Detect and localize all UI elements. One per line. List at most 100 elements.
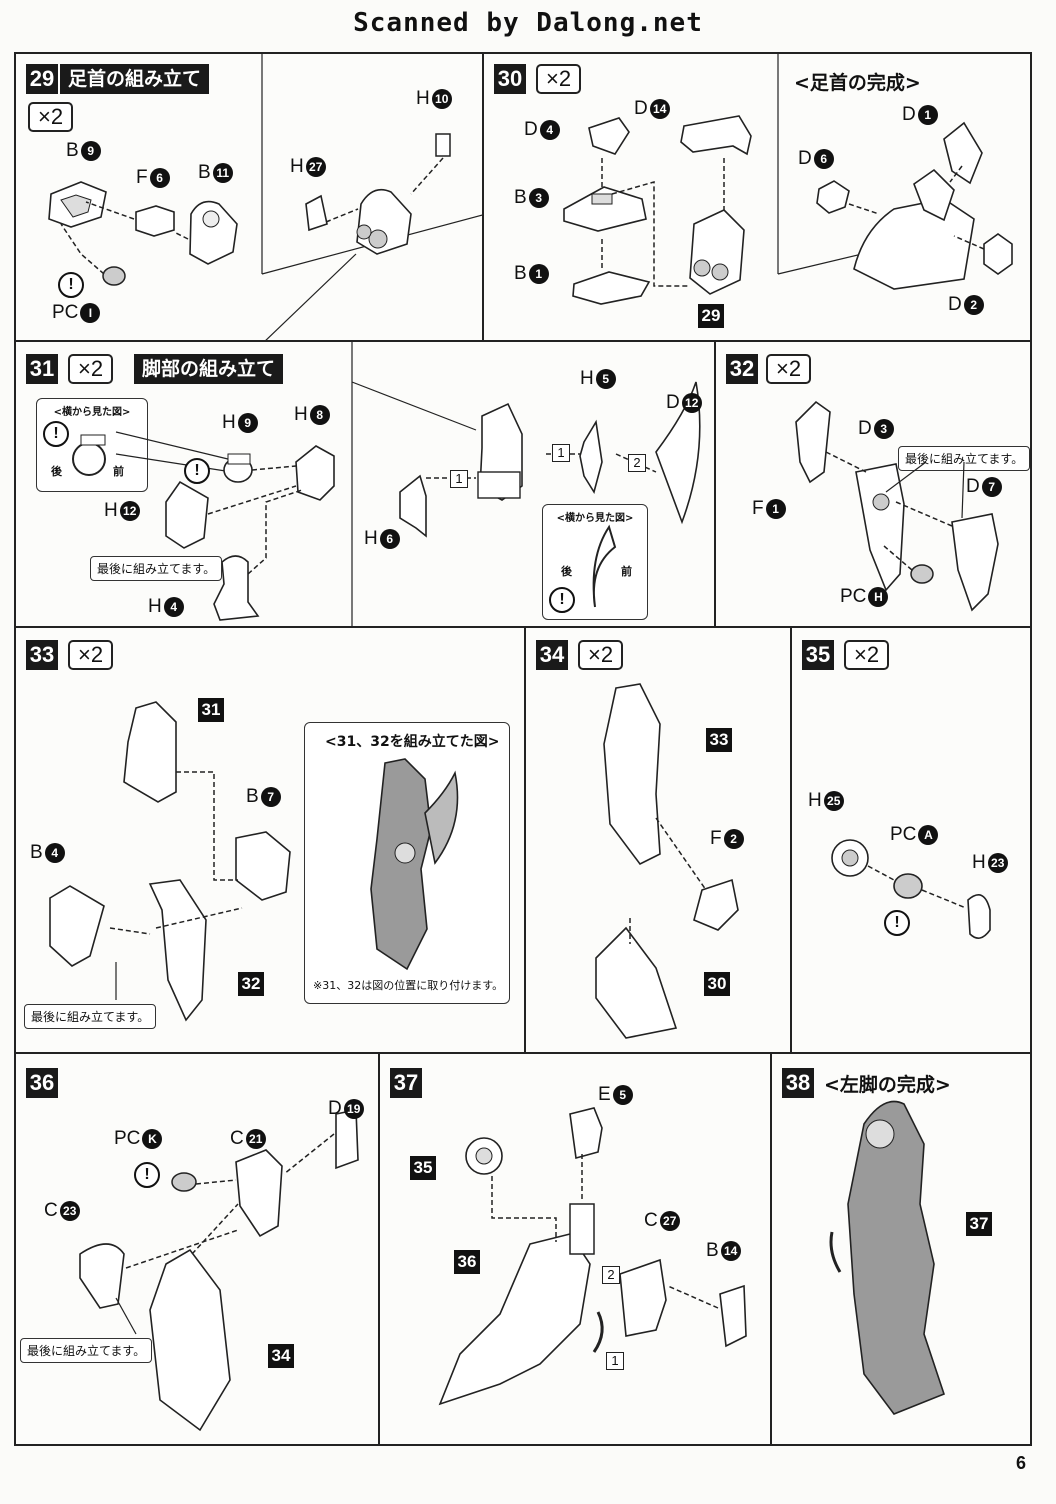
- step-number: 29: [26, 64, 58, 94]
- step-ref: 37: [966, 1212, 992, 1236]
- step-number: 31: [26, 354, 58, 384]
- caution-icon: !: [184, 458, 210, 484]
- quantity-badge: ×2: [766, 354, 812, 384]
- page-number: 6: [1015, 1453, 1026, 1473]
- caution-icon: !: [549, 587, 575, 613]
- sequence-marker: 2: [602, 1266, 620, 1284]
- step-38-panel: 38 <左脚の完成> 37: [770, 1052, 1032, 1446]
- quantity-badge: ×2: [844, 640, 890, 670]
- inset-title: <31、32を組み立てた図>: [325, 734, 500, 750]
- assembled-view-inset: <31、32を組み立てた図> ※31、32は図の位置に取り付けます。: [304, 722, 510, 1004]
- step-number: 37: [390, 1068, 422, 1098]
- step-number: 32: [726, 354, 758, 384]
- step-number: 36: [26, 1068, 58, 1098]
- part-drawings: [49, 701, 291, 1022]
- section-heading: <足首の完成>: [794, 72, 921, 94]
- watermark: Scanned by Dalong.net: [353, 8, 703, 38]
- step-ref: 35: [410, 1156, 436, 1180]
- step-number: 33: [26, 640, 58, 670]
- sequence-marker: 1: [606, 1352, 624, 1370]
- part-drawings: [79, 1109, 359, 1432]
- step-number: 34: [536, 640, 568, 670]
- quantity-badge: ×2: [578, 640, 624, 670]
- assemble-last-note: 最後に組み立てます。: [90, 556, 223, 581]
- step-number: 35: [802, 640, 834, 670]
- sequence-marker: 2: [628, 454, 646, 472]
- step-ref: 29: [698, 304, 724, 328]
- assemble-last-note: 最後に組み立てます。: [24, 1004, 157, 1029]
- part-drawings: [595, 683, 739, 1039]
- caution-icon: !: [58, 272, 84, 298]
- part-drawings: [795, 400, 999, 612]
- step-ref: 30: [704, 972, 730, 996]
- step-ref: 36: [454, 1250, 480, 1274]
- section-heading: <左脚の完成>: [824, 1074, 951, 1096]
- assemble-last-note: 最後に組み立てます。: [20, 1338, 153, 1363]
- step-number: 38: [782, 1068, 814, 1098]
- part-drawings: [831, 839, 991, 939]
- side-view-inset: <横から見た図> 後 前 !: [542, 504, 648, 620]
- side-view-inset: <横から見た図> ! 後 前: [36, 398, 148, 492]
- step-ref: 31: [198, 698, 224, 722]
- step-title: 足首の組み立て: [60, 64, 210, 94]
- inset-note: ※31、32は図の位置に取り付けます。: [313, 979, 504, 992]
- step-ref: 32: [238, 972, 264, 996]
- part-drawings: [48, 54, 482, 340]
- caution-icon: !: [43, 421, 69, 447]
- caution-icon: !: [134, 1162, 160, 1188]
- sequence-marker: 1: [552, 444, 570, 462]
- step-number: 30: [494, 64, 526, 94]
- sequence-marker: 1: [450, 470, 468, 488]
- part-drawings: [829, 1100, 945, 1415]
- step-ref: 33: [706, 728, 732, 752]
- quantity-badge: ×2: [68, 354, 114, 384]
- step-ref: 34: [268, 1344, 294, 1368]
- quantity-badge: ×2: [68, 640, 114, 670]
- part-drawings: [563, 54, 1013, 305]
- step-title: 脚部の組み立て: [134, 354, 284, 384]
- step-31-panel: 31 ×2 脚部の組み立て <横から見た図> ! 後 前: [14, 340, 716, 628]
